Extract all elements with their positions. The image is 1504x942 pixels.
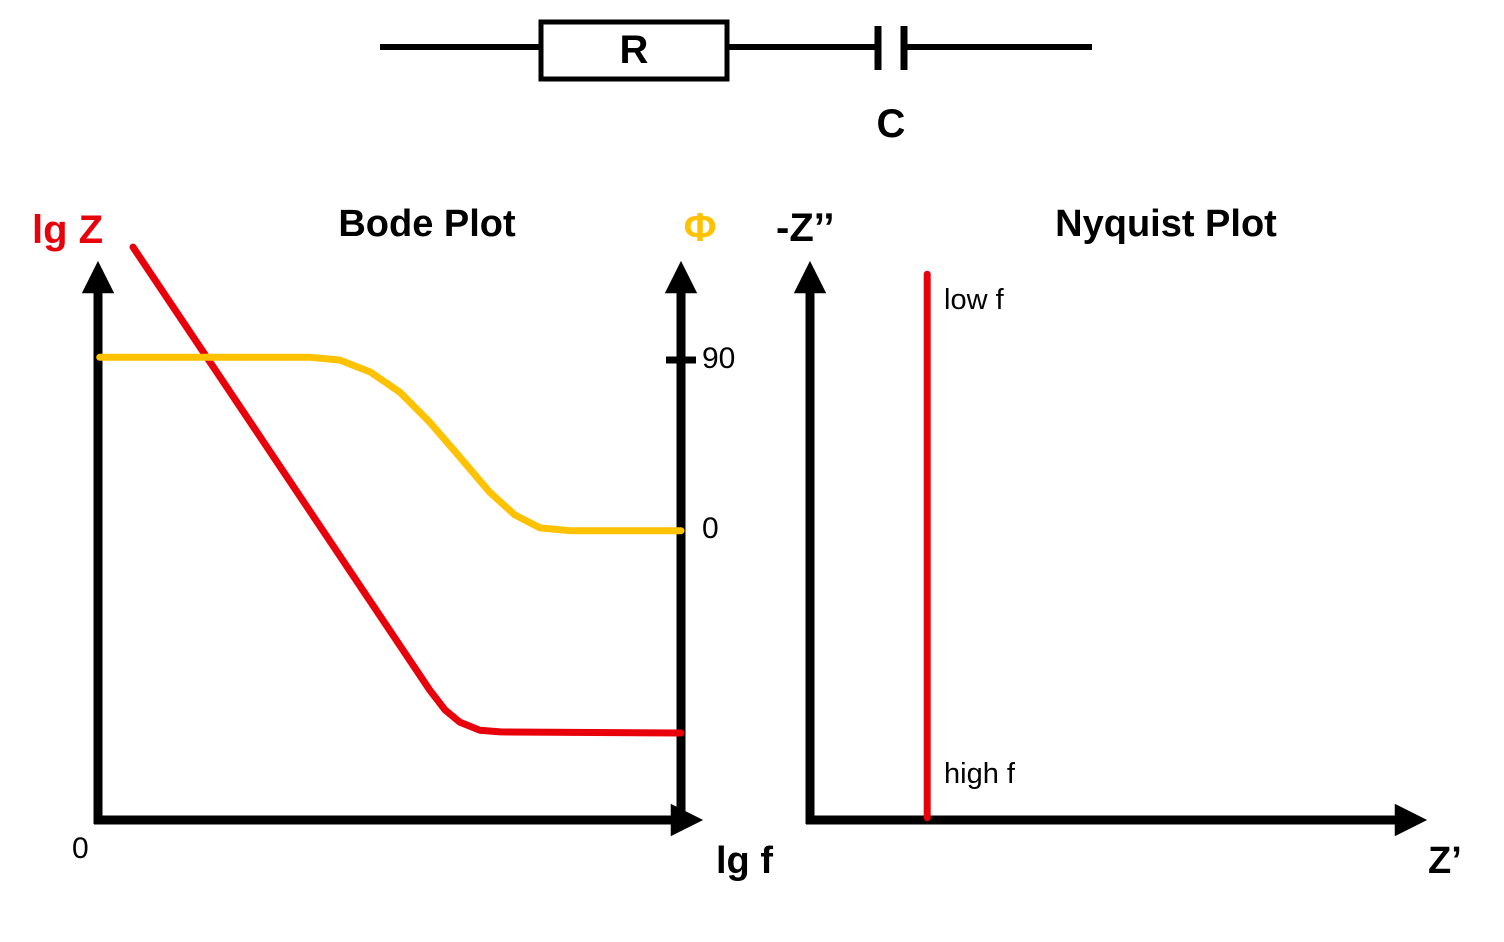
capacitor-label: C	[876, 102, 906, 146]
bode-left-axis-label: lg Z	[32, 208, 104, 252]
resistor-label: R	[619, 28, 649, 72]
bode-curves	[96, 243, 685, 737]
bode-origin-label: 0	[72, 832, 89, 865]
curve-phase	[96, 353, 685, 535]
phase-tick-90-label: 90	[702, 342, 736, 375]
bode-title: Bode Plot	[338, 203, 516, 245]
bode-right-axis-label: Φ	[683, 206, 717, 250]
bode-x-axis-label: lg f	[716, 840, 773, 882]
circuit-diagram	[380, 19, 1092, 82]
nyquist-title: Nyquist Plot	[1055, 203, 1277, 245]
high-f-annotation: high f	[944, 758, 1015, 790]
nyquist-axes	[793, 260, 1428, 837]
resistor-box	[538, 19, 730, 82]
curve-lgZ	[129, 243, 685, 737]
bode-axes	[81, 260, 704, 837]
nyquist-y-axis-label: -Z’’	[776, 206, 835, 250]
phase-tick-0-label: 0	[702, 512, 719, 545]
low-f-annotation: low f	[944, 284, 1004, 316]
nyquist-x-axis-label: Z’	[1428, 840, 1462, 882]
